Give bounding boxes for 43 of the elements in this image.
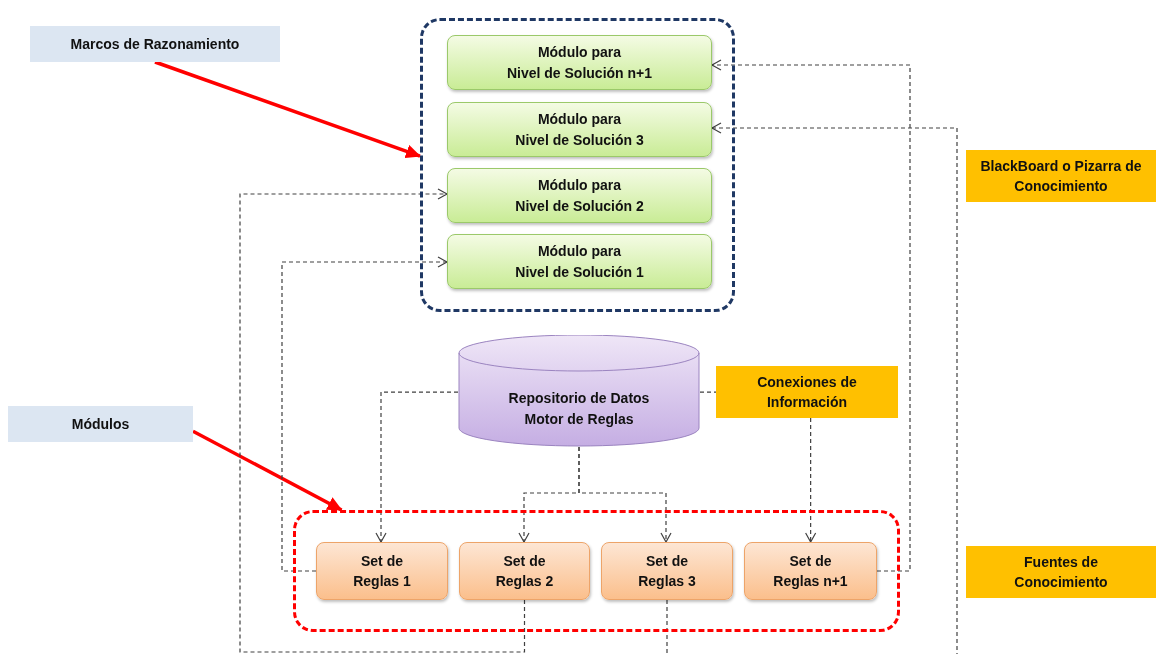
- body-text: Nivel de Solución 3: [515, 130, 644, 150]
- dashed-container: [293, 510, 900, 632]
- name-tag: Marcos de Razonamiento: [30, 26, 280, 62]
- module-box: [447, 35, 712, 90]
- body-text: Reglas 3: [638, 572, 696, 591]
- arrow: [154, 60, 421, 159]
- arrow: [375, 391, 459, 543]
- module-box: [447, 102, 712, 157]
- heading-text: Módulo para: [537, 43, 622, 63]
- body-text: Nivel de Solución n+1: [506, 63, 653, 83]
- heading-text: Repositorio de Datos: [508, 389, 650, 409]
- note-box: BlackBoard o Pizarra de Conocimiento: [966, 150, 1156, 202]
- arrow: [711, 59, 911, 572]
- heading-text: Módulo para: [537, 110, 622, 130]
- arrow: [192, 429, 343, 512]
- heading-text: Set de: [789, 551, 832, 571]
- arrow: [578, 446, 672, 543]
- arrow: [666, 122, 958, 654]
- body-text: Reglas n+1: [773, 572, 848, 591]
- heading-text: Set de: [646, 551, 688, 571]
- heading-text: Set de: [503, 551, 546, 571]
- heading-text: Set de: [361, 551, 403, 571]
- rule-set-box: [459, 542, 590, 600]
- body-text: Motor de Reglas: [524, 409, 634, 429]
- note-box: Conexiones de Información: [716, 366, 898, 418]
- dashed-container: [420, 18, 735, 312]
- module-box: [447, 168, 712, 223]
- arrow: [281, 256, 448, 572]
- connector-line: [699, 391, 717, 393]
- module-box: [447, 234, 712, 289]
- name-tag: Módulos: [8, 406, 193, 442]
- body-text: Reglas 1: [353, 572, 411, 591]
- arrow: [805, 417, 817, 543]
- heading-text: Módulo para: [537, 176, 622, 196]
- rule-set-box: [316, 542, 448, 600]
- body-text: Nivel de Solución 1: [515, 262, 644, 282]
- body-text: Reglas 2: [495, 572, 554, 591]
- body-text: Nivel de Solución 2: [515, 196, 644, 216]
- rule-set-box: [744, 542, 877, 600]
- note-box: Fuentes de Conocimiento: [966, 546, 1156, 598]
- rule-set-box: [601, 542, 733, 600]
- heading-text: Módulo para: [537, 242, 622, 262]
- arrow: [239, 188, 526, 653]
